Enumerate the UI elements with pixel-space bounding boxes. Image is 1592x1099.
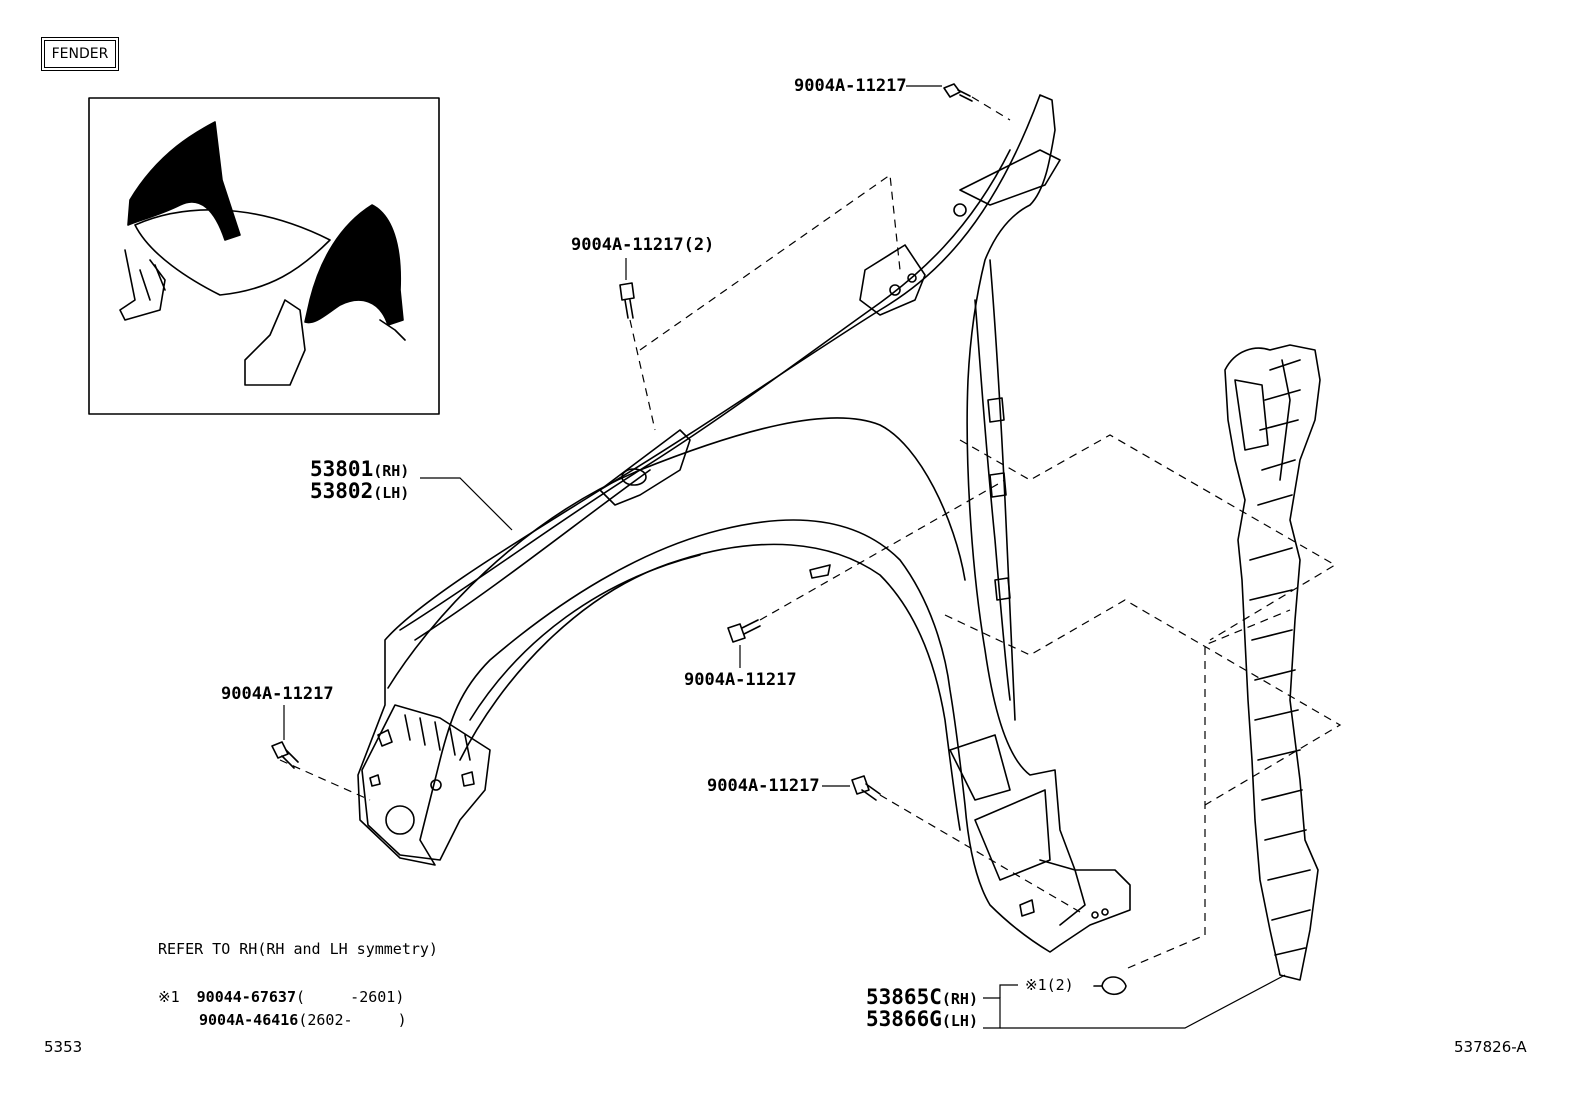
label-bolt-top: 9004A-11217 bbox=[794, 76, 907, 96]
note-range-2: (2602- ) bbox=[298, 1011, 407, 1029]
note-row-1: ※1 90044-67637( -2601) bbox=[158, 990, 404, 1005]
overview-vehicle-sketch bbox=[119, 121, 406, 386]
note-range-1: ( -2601) bbox=[295, 988, 405, 1006]
label-liner-lh: 53866G(LH) bbox=[866, 1009, 978, 1030]
footer-left-code: 5353 bbox=[44, 1038, 83, 1056]
liner-rh-suffix: (RH) bbox=[941, 990, 978, 1008]
section-title-box: FENDER bbox=[41, 37, 119, 71]
label-fender-rh: 53801(RH) bbox=[310, 459, 409, 480]
note-part-1: 90044-67637 bbox=[196, 988, 296, 1006]
clip-icon bbox=[1093, 976, 1127, 996]
leader-lines bbox=[283, 85, 1286, 1029]
note-part-2: 9004A-46416 bbox=[199, 1011, 299, 1029]
symmetry-note: REFER TO RH(RH and LH symmetry) bbox=[158, 940, 438, 958]
bolt-top-icon bbox=[943, 83, 973, 102]
bolt-left-icon bbox=[271, 741, 299, 769]
liner-part-lh: 53866G bbox=[866, 1007, 942, 1031]
fender-liner-seal bbox=[1224, 344, 1321, 981]
bolt-lower-icon bbox=[851, 775, 881, 801]
liner-part-rh: 53865C bbox=[866, 985, 942, 1009]
liner-lh-suffix: (LH) bbox=[941, 1012, 978, 1030]
section-title: FENDER bbox=[51, 46, 109, 62]
rh-suffix: (RH) bbox=[373, 462, 410, 480]
label-clip-ref: ※1(2) bbox=[1025, 976, 1074, 994]
label-bolt-lower: 9004A-11217 bbox=[707, 776, 820, 796]
footer-right-code: 537826-A bbox=[1454, 1038, 1527, 1056]
lh-suffix: (LH) bbox=[373, 484, 410, 502]
overview-inset-frame bbox=[88, 97, 440, 415]
front-fender-panel bbox=[357, 94, 1131, 953]
bolt-center-icon bbox=[727, 619, 761, 643]
ref-mark: ※1 bbox=[158, 988, 180, 1006]
installation-lines bbox=[279, 96, 1342, 969]
part-number-rh: 53801 bbox=[310, 457, 374, 481]
label-bolt-upper-mid: 9004A-11217(2) bbox=[571, 235, 715, 255]
note-row-2: 9004A-46416(2602- ) bbox=[199, 1013, 407, 1028]
part-number-lh: 53802 bbox=[310, 479, 374, 503]
label-bolt-center: 9004A-11217 bbox=[684, 670, 797, 690]
label-bolt-left: 9004A-11217 bbox=[221, 684, 334, 704]
label-liner-rh: 53865C(RH) bbox=[866, 987, 978, 1008]
label-fender-lh: 53802(LH) bbox=[310, 481, 409, 502]
bolt-upper-mid-icon bbox=[619, 282, 635, 319]
